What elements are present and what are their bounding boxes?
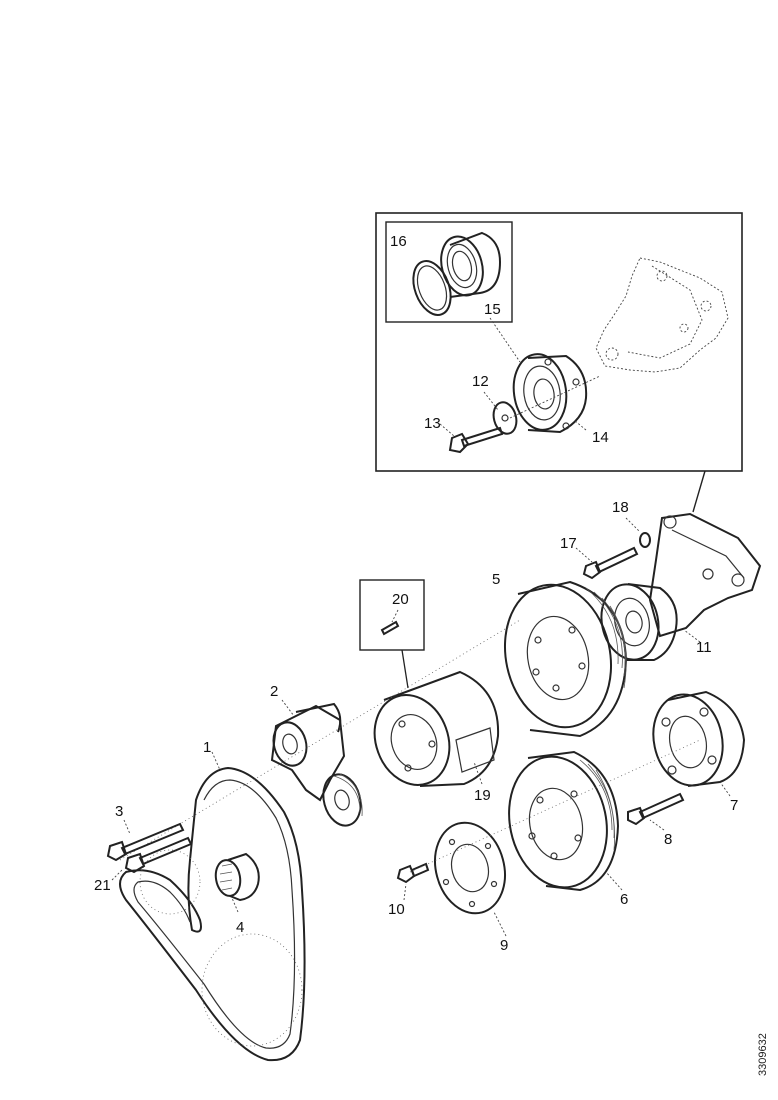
callout-20: 20 [392, 591, 409, 608]
bracket-washer [639, 532, 651, 548]
callout-12: 12 [472, 373, 489, 390]
hub [652, 690, 746, 787]
callout-17: 17 [560, 535, 577, 552]
detail-inset [375, 212, 743, 513]
callout-19: 19 [474, 787, 491, 804]
washer-plate [434, 821, 506, 915]
bracket-bolt [582, 546, 639, 580]
pulley-housing [512, 353, 588, 434]
snap-ring [412, 260, 452, 316]
engine-bracket-outline [595, 257, 729, 373]
callout-7: 7 [730, 797, 738, 814]
callout-11: 11 [696, 639, 712, 656]
callout-13: 13 [424, 415, 441, 432]
figure-reference: 3309632 [757, 1033, 769, 1076]
bracket [648, 512, 762, 638]
belt-drive-path [119, 619, 521, 1047]
drive-hub [373, 670, 500, 787]
crankshaft-pulley [503, 580, 628, 738]
callout-15: 15 [484, 301, 501, 318]
callout-3: 3 [115, 803, 123, 820]
bearing [440, 231, 502, 298]
idler-pulley [214, 852, 260, 902]
idler-bolt [124, 836, 193, 874]
plate-screw [396, 862, 430, 884]
belt [119, 766, 306, 1062]
hub-bolt [627, 792, 685, 826]
callout-2: 2 [270, 683, 278, 700]
idler-housing [600, 583, 678, 661]
callout-5: 5 [492, 571, 500, 588]
callout-14: 14 [592, 429, 609, 446]
callout-18: 18 [612, 499, 629, 516]
callout-8: 8 [664, 831, 672, 848]
callout-6: 6 [620, 891, 628, 908]
tensioner-roller [322, 773, 363, 827]
washer-bolt [448, 426, 504, 454]
callout-9: 9 [500, 937, 508, 954]
tensioner-bolt [106, 822, 185, 862]
callout-21: 21 [94, 877, 111, 894]
vibration-damper [508, 750, 620, 892]
callout-4: 4 [236, 919, 244, 936]
belt-tensioner [270, 702, 346, 802]
thrust-washer [492, 401, 518, 435]
hub-screw-inset [359, 579, 425, 689]
callout-16: 16 [390, 233, 407, 250]
callout-10: 10 [388, 901, 405, 918]
callout-1: 1 [203, 739, 211, 756]
